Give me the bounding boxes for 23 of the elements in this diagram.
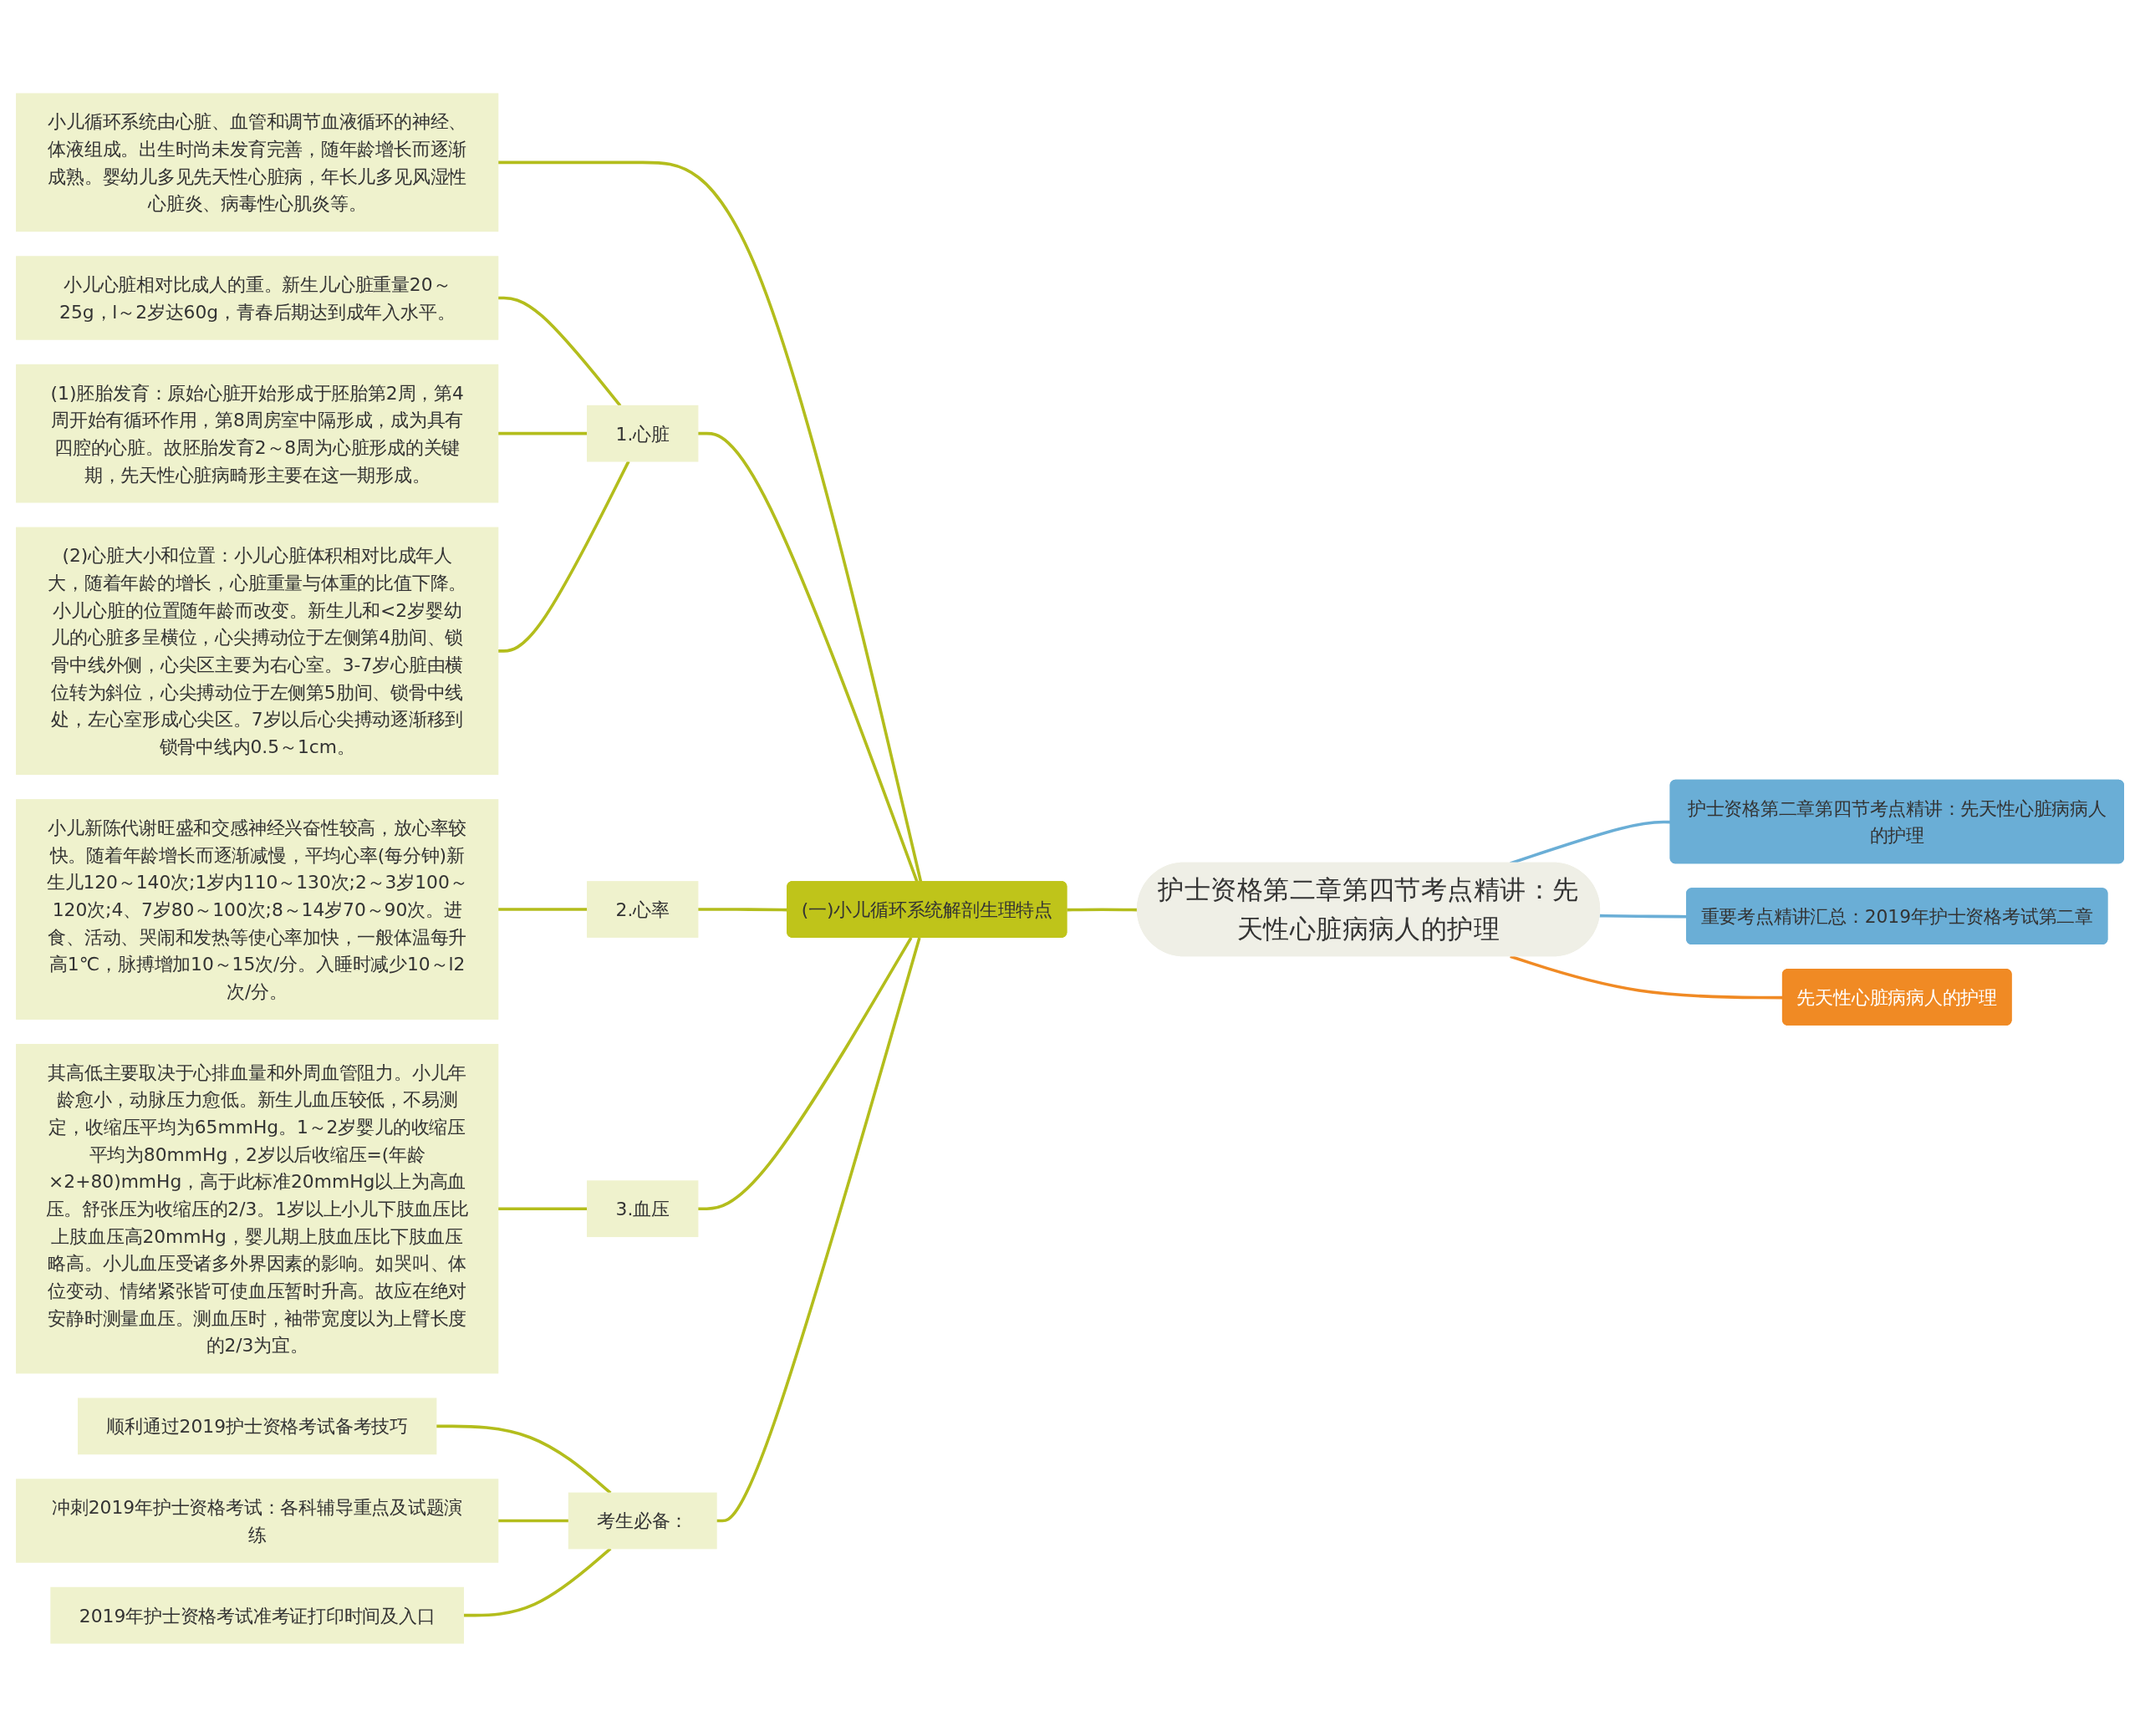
connector [697, 936, 913, 1210]
connector [497, 160, 923, 883]
connector [497, 431, 588, 435]
node-box: 冲刺2019年护士资格考试：各科辅导重点及试题演练 [16, 1478, 499, 1563]
connector [497, 907, 588, 911]
connector [497, 460, 630, 653]
node-box: 考生必备： [568, 1492, 717, 1549]
connector [497, 1206, 588, 1210]
node-box: 3.血压 [587, 1179, 699, 1237]
node-box: 2019年护士资格考试准考证打印时间及入口 [50, 1586, 465, 1644]
node-box: (2)心脏大小和位置：小儿心脏体积相对比成年人大，随着年龄的增长，心脏重量与体重的比值下降。小儿心脏的位置随年龄而改变。新生儿和<2岁婴幼儿的心脏多呈横位，心尖搏动位于左侧第4肋间、锁骨中线外侧，心尖区主要为右心室。3-7岁心脏由横位转为斜位，心尖搏动位于左侧第5肋间、锁骨中线处，左心室形成心尖区。7岁以后心尖搏动逐渐移到锁骨中线内0.5～1cm。 [16, 527, 499, 775]
node-box: 顺利通过2019护士资格考试备考技巧 [78, 1397, 437, 1454]
node-box: (1)胚胎发育：原始心脏开始形成于胚胎第2周，第4周开始有循环作用，第8周房室中隔形成，成为具有四腔的心脏。故胚胎发育2～8周为心脏形成的关键期，先天性心脏病畸形主要在这一期形成。 [16, 364, 499, 503]
node-box: 小儿循环系统由心脏、血管和调节血液循环的神经、体液组成。出生时尚未发育完善，随年龄增长而逐渐成熟。婴幼儿多见先天性心脏病，年长儿多见风湿性心脏炎、病毒性心肌炎等。 [16, 92, 499, 232]
connector [497, 296, 622, 406]
node-box: 1.心脏 [587, 405, 699, 462]
connector [497, 1519, 569, 1522]
connector [697, 431, 919, 883]
node-box: 小儿新陈代谢旺盛和交感神经兴奋性较高，放心率较快。随着年龄增长而逐渐减慢，平均心率(每分钟)新生儿120～140次;1岁内110～130次;2～3岁100～120次;4、7岁80～100次;8～14岁70～90次。进食、活动、哭闹和发热等使心率加快，一般体温每升高1℃，脉搏增加10～15次/分。入睡时减少10～l2次/分。 [16, 798, 499, 1020]
connector [716, 936, 921, 1522]
node-box: 小儿心脏相对比成人的重。新生儿心脏重量20～25g，l～2岁达60g，青春后期达到成年入水平。 [16, 255, 499, 340]
node-box: 其高低主要取决于心排血量和外周血管阻力。小儿年龄愈小，动脉压力愈低。新生儿血压较低，不易测定，收缩压平均为65mmHg。1～2岁婴儿的收缩压平均为80mmHg，2岁以后收缩压=(年龄×2+80)mmHg，高于此标准20mmHg以上为高血压。舒张压为收缩压的2/3。1岁以上小儿下肢血压比上肢血压高20mmHg，婴儿期上肢血压比下肢血压略高。小儿血压受诸多外界因素的影响。如哭叫、体位变动、情绪紧张皆可使血压暂时升高。故应在绝对安静时测量血压。测血压时，袖带宽度以为上臂长度的2/3为宜。 [16, 1043, 499, 1373]
node-box: 2.心率 [587, 880, 699, 938]
